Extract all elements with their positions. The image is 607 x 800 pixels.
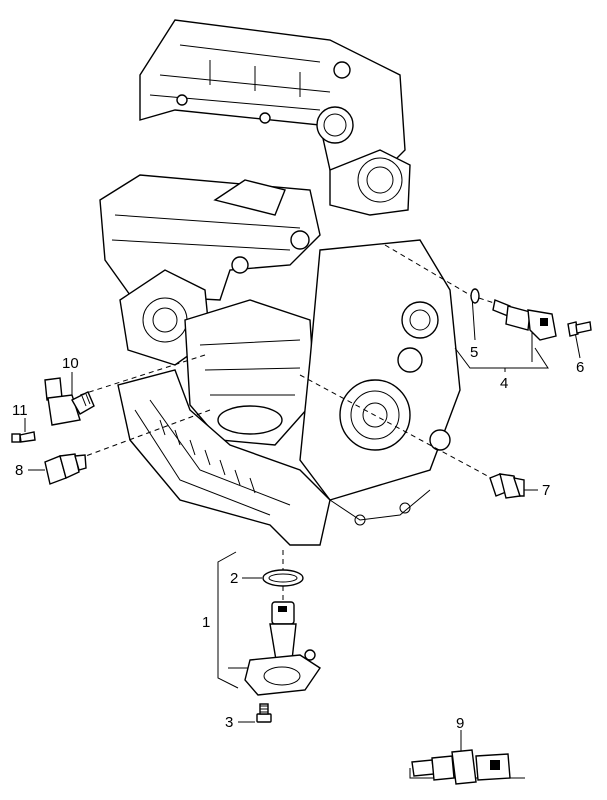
callout-7: 7 xyxy=(542,482,550,499)
callout-5: 5 xyxy=(470,344,478,361)
temperature-sensor-icon xyxy=(44,453,87,485)
bolt-icon xyxy=(11,431,36,443)
leader-lines xyxy=(24,244,581,779)
callout-labels: 1 2 3 4 5 6 7 8 9 10 11 xyxy=(12,344,584,732)
o-ring-icon xyxy=(262,569,304,587)
callout-4: 4 xyxy=(500,375,508,392)
callout-8: 8 xyxy=(15,462,23,479)
sensor-icon xyxy=(44,377,95,426)
bolt-icon xyxy=(567,321,592,337)
seal-ring-icon xyxy=(470,288,480,304)
callout-11: 11 xyxy=(12,402,28,419)
oil-pressure-switch-icon xyxy=(489,473,525,499)
camshaft-sensor-icon xyxy=(492,299,557,341)
callout-9: 9 xyxy=(456,715,464,732)
oil-level-sensor-icon xyxy=(244,601,321,696)
engine-block-icon xyxy=(99,19,461,546)
sensor-icon xyxy=(411,749,511,785)
callout-3: 3 xyxy=(225,714,233,731)
callout-2: 2 xyxy=(230,570,238,587)
callout-10: 10 xyxy=(62,355,79,372)
bolt-icon xyxy=(256,703,272,723)
callout-1: 1 xyxy=(202,614,210,631)
callout-6: 6 xyxy=(576,359,584,376)
